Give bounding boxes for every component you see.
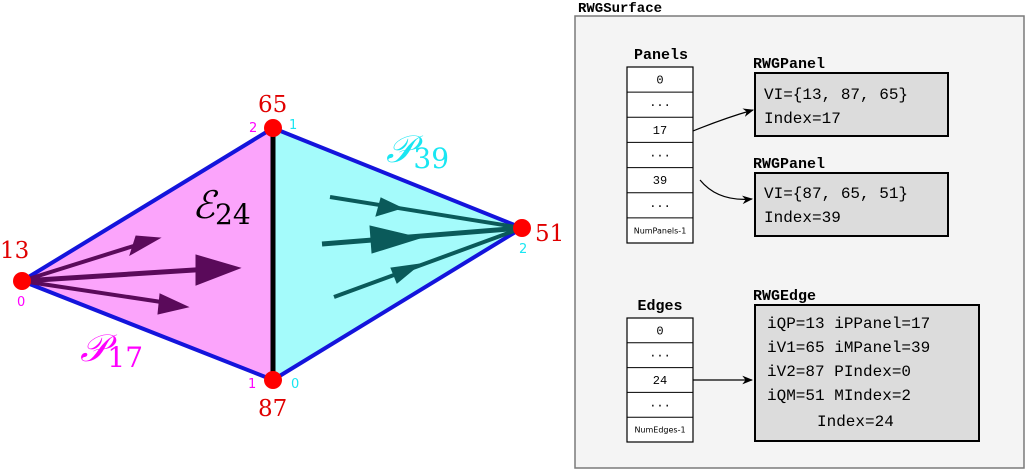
local-index-v65-p17: 2 [249, 121, 257, 136]
rwg-edge-box-line-0: iQP=13 iPPanel=17 [767, 315, 930, 333]
edges-array: Edges 0 ··· 24 ··· NumEdges-1 [626, 298, 694, 443]
vertex-13 [13, 272, 31, 290]
pointer-arrow-panel-17 [692, 108, 755, 132]
panels-cell: 39 [653, 174, 667, 188]
rwg-surface: RWGSurface Panels 0 ··· 17 ··· 39 ··· NumPanel… [574, 1, 1025, 469]
rwg-panel-box-39-header: RWGPanel [753, 156, 825, 173]
rwg-panel-box-17-line-0: VI={13, 87, 65} [764, 86, 908, 104]
local-index-v13-p17: 0 [17, 295, 25, 310]
panels-cell: 0 [656, 74, 663, 88]
panels-cell: ··· [649, 99, 671, 113]
panels-header: Panels [634, 47, 688, 64]
edges-array-frame [626, 317, 694, 443]
arrow-head [129, 235, 162, 257]
surface-title: RWGSurface [578, 1, 662, 17]
local-index-v51-p39: 2 [519, 242, 527, 257]
vertex-label-65: 65 [258, 92, 287, 118]
edge-24-label: ℰ24 [192, 183, 251, 231]
arrow-head [195, 254, 242, 286]
vertex-87 [264, 371, 282, 389]
panels-cell: NumPanels-1 [634, 226, 687, 235]
panel-39-label: 𝒫39 [386, 127, 449, 175]
rwg-edge-box-frame [754, 304, 980, 442]
arrow-head [369, 225, 422, 254]
panels-cell: ··· [649, 149, 671, 163]
panel-17-triangle [20, 126, 275, 382]
edges-cell: 0 [656, 324, 663, 338]
vertex-51 [513, 219, 531, 237]
vertex-label-13: 13 [0, 238, 29, 264]
local-index-v87-p39: 0 [291, 377, 299, 392]
panel-17-current-arrows [21, 235, 242, 315]
edges-cell: 24 [653, 374, 667, 388]
panel-17-label: 𝒫17 [80, 326, 143, 374]
arrow-head [157, 293, 190, 315]
arrow-head [390, 263, 422, 284]
local-index-v87-p17: 1 [248, 377, 256, 392]
panel-39-label-sub: 39 [413, 142, 449, 175]
rwg-edge-box-line-2: iV2=87 PIndex=0 [767, 363, 911, 381]
panels-cell: ··· [649, 199, 671, 213]
rwg-panel-box-17-frame [754, 72, 949, 137]
edges-cells: 0 ··· 24 ··· NumEdges-1 [627, 324, 693, 435]
edges-cell: NumEdges-1 [634, 426, 685, 435]
panels-array: Panels 0 ··· 17 ··· 39 ··· NumPanels-1 [626, 47, 694, 244]
rwg-panel-box-17-header: RWGPanel [753, 56, 825, 73]
vertex-65 [264, 119, 282, 137]
rwg-edge-box-line-1: iV1=65 iMPanel=39 [767, 339, 930, 357]
rwg-panel-box-17: RWGPanel VI={13, 87, 65} Index=17 [753, 56, 949, 137]
mesh-figure: 13 65 87 51 0 2 1 1 0 2 𝒫17 𝒫39 ℰ24 [0, 92, 564, 422]
rwg-panel-box-39: RWGPanel VI={87, 65, 51} Index=39 [753, 156, 949, 237]
rwg-panel-box-39-line-0: VI={87, 65, 51} [764, 185, 908, 203]
rwg-panel-box-17-line-1: Index=17 [764, 110, 841, 128]
rwg-panel-box-39-frame [754, 172, 949, 237]
rwg-edge-box-line-3: iQM=51 MIndex=2 [767, 387, 911, 405]
edge-24-label-base: ℰ [192, 183, 219, 227]
vertex-label-87: 87 [258, 396, 287, 422]
rwg-edge-box-header: RWGEdge [753, 288, 816, 305]
panel-17-label-sub: 17 [107, 341, 143, 374]
arrow-head [375, 197, 404, 217]
panels-cell: 17 [653, 124, 667, 138]
pointer-arrow-panel-39 [699, 179, 754, 205]
panel-39-current-arrows [321, 195, 523, 299]
local-index-v65-p39: 1 [289, 118, 297, 133]
edges-cell: ··· [649, 349, 671, 363]
panels-array-frame [626, 66, 694, 244]
rwg-edge-box-24: RWGEdge iQP=13 iPPanel=17 iV1=65 iMPanel… [753, 288, 980, 442]
vertex-label-51: 51 [535, 221, 564, 247]
edges-header: Edges [637, 298, 682, 315]
rwg-panel-box-39-line-1: Index=39 [764, 209, 841, 227]
panels-cells: 0 ··· 17 ··· 39 ··· NumPanels-1 [627, 74, 693, 235]
edges-cell: ··· [649, 399, 671, 413]
rwg-edge-box-line-4: Index=24 [817, 413, 894, 431]
edge-24-label-sub: 24 [215, 198, 251, 231]
